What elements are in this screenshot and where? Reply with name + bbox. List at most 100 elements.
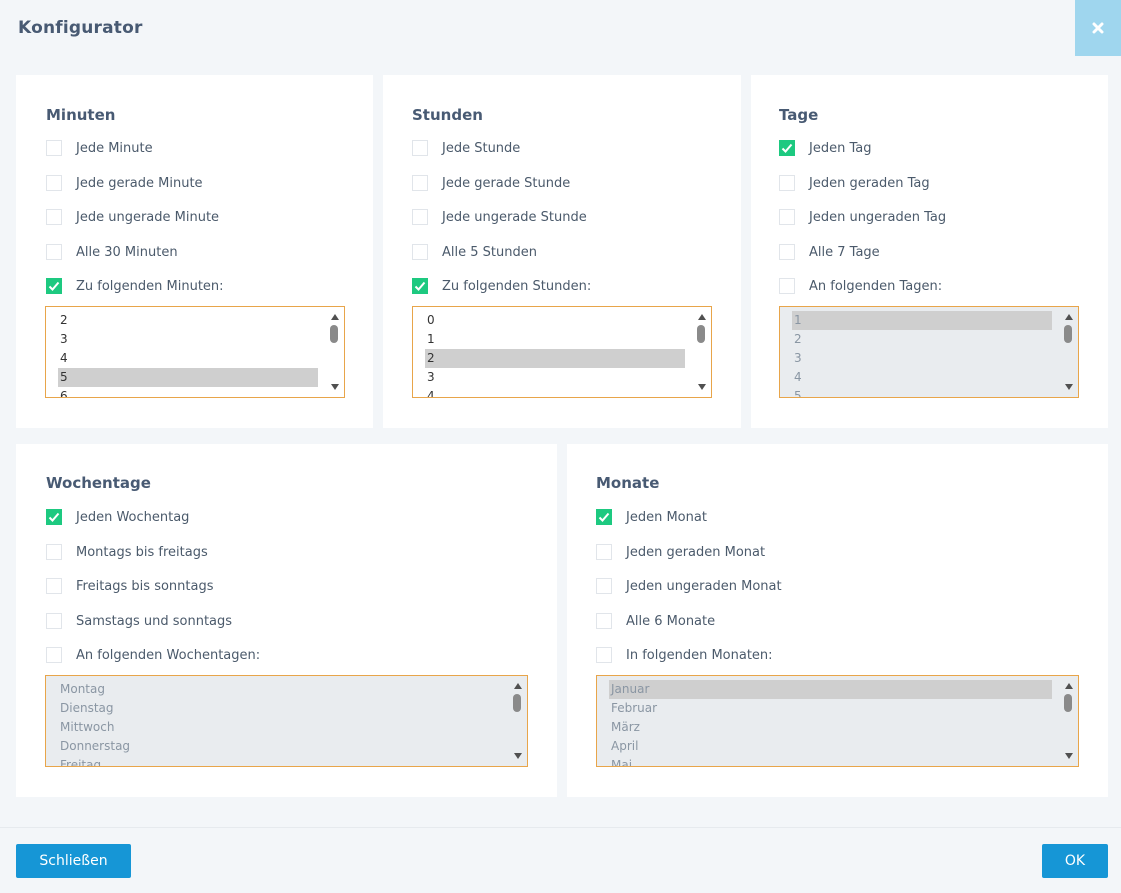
scroll-down-icon[interactable] xyxy=(1065,384,1073,390)
wochentage-checkbox[interactable] xyxy=(46,578,62,594)
tage-listbox[interactable]: 1 2 3 4 5 xyxy=(779,306,1079,398)
list-item[interactable]: Montag xyxy=(60,682,105,696)
list-item[interactable]: 3 xyxy=(427,370,435,384)
list-item[interactable]: Donnerstag xyxy=(60,739,131,753)
stunden-scrollbar[interactable] xyxy=(693,307,711,397)
wochentage-option[interactable]: Freitags bis sonntags xyxy=(46,576,213,596)
tage-option[interactable]: Jeden ungeraden Tag xyxy=(779,207,946,227)
wochentage-checkbox[interactable] xyxy=(46,647,62,663)
list-item[interactable]: Dienstag xyxy=(60,701,114,715)
list-item[interactable]: 4 xyxy=(60,351,68,365)
tage-option[interactable]: An folgenden Tagen: xyxy=(779,276,942,296)
monate-option[interactable]: Jeden geraden Monat xyxy=(596,542,765,562)
list-item[interactable]: 1 xyxy=(792,311,1052,330)
scroll-up-icon[interactable] xyxy=(514,683,522,689)
list-item[interactable]: Mittwoch xyxy=(60,720,115,734)
list-item[interactable]: Februar xyxy=(611,701,658,715)
ok-button[interactable]: OK xyxy=(1042,844,1108,878)
minuten-checkbox[interactable] xyxy=(46,209,62,225)
wochentage-scrollbar[interactable] xyxy=(509,676,527,766)
stunden-option[interactable]: Jede Stunde xyxy=(412,138,520,158)
list-item[interactable]: 5 xyxy=(58,368,318,387)
list-item[interactable]: 1 xyxy=(427,332,435,346)
stunden-checkbox[interactable] xyxy=(412,244,428,260)
monate-option[interactable]: Jeden Monat xyxy=(596,507,707,527)
tage-checkbox[interactable] xyxy=(779,175,795,191)
wochentage-option[interactable]: Montags bis freitags xyxy=(46,542,208,562)
tage-checkbox[interactable] xyxy=(779,209,795,225)
scroll-down-icon[interactable] xyxy=(514,753,522,759)
minuten-scrollbar[interactable] xyxy=(326,307,344,397)
list-item[interactable]: März xyxy=(611,720,640,734)
list-item[interactable]: Mai xyxy=(611,758,633,767)
tage-option[interactable]: Jeden geraden Tag xyxy=(779,173,930,193)
tage-option[interactable]: Jeden Tag xyxy=(779,138,871,158)
scroll-down-icon[interactable] xyxy=(698,384,706,390)
scroll-up-icon[interactable] xyxy=(1065,314,1073,320)
stunden-option[interactable]: Jede gerade Stunde xyxy=(412,173,570,193)
monate-checkbox[interactable] xyxy=(596,544,612,560)
tage-checkbox[interactable] xyxy=(779,278,795,294)
minuten-option[interactable]: Jede Minute xyxy=(46,138,153,158)
list-item[interactable]: 4 xyxy=(427,389,435,398)
scroll-up-icon[interactable] xyxy=(1065,683,1073,689)
list-item[interactable]: 2 xyxy=(425,349,685,368)
monate-checkbox[interactable] xyxy=(596,647,612,663)
scroll-thumb[interactable] xyxy=(330,325,338,343)
scroll-up-icon[interactable] xyxy=(331,314,339,320)
minuten-checkbox[interactable] xyxy=(46,244,62,260)
schliessen-button[interactable]: Schließen xyxy=(16,844,131,878)
monate-checkbox[interactable] xyxy=(596,509,612,525)
monate-checkbox[interactable] xyxy=(596,578,612,594)
tage-option[interactable]: Alle 7 Tage xyxy=(779,242,880,262)
stunden-checkbox[interactable] xyxy=(412,175,428,191)
list-item[interactable]: Freitag xyxy=(60,758,102,767)
list-item[interactable]: 0 xyxy=(427,313,435,327)
stunden-option[interactable]: Jede ungerade Stunde xyxy=(412,207,587,227)
minuten-checkbox[interactable] xyxy=(46,278,62,294)
tage-scrollbar[interactable] xyxy=(1060,307,1078,397)
list-item[interactable]: 2 xyxy=(60,313,68,327)
list-item[interactable]: April xyxy=(611,739,639,753)
wochentage-option[interactable]: An folgenden Wochentagen: xyxy=(46,645,260,665)
scroll-down-icon[interactable] xyxy=(1065,753,1073,759)
monate-scrollbar[interactable] xyxy=(1060,676,1078,766)
minuten-checkbox[interactable] xyxy=(46,175,62,191)
minuten-option[interactable]: Jede gerade Minute xyxy=(46,173,203,193)
minuten-option[interactable]: Jede ungerade Minute xyxy=(46,207,219,227)
wochentage-checkbox[interactable] xyxy=(46,544,62,560)
wochentage-checkbox[interactable] xyxy=(46,509,62,525)
scroll-up-icon[interactable] xyxy=(698,314,706,320)
wochentage-checkbox[interactable] xyxy=(46,613,62,629)
stunden-checkbox[interactable] xyxy=(412,278,428,294)
monate-option[interactable]: Jeden ungeraden Monat xyxy=(596,576,782,596)
minuten-option[interactable]: Alle 30 Minuten xyxy=(46,242,178,262)
scroll-thumb[interactable] xyxy=(1064,325,1072,343)
scroll-thumb[interactable] xyxy=(697,325,705,343)
monate-checkbox[interactable] xyxy=(596,613,612,629)
stunden-option[interactable]: Alle 5 Stunden xyxy=(412,242,537,262)
list-item[interactable]: 5 xyxy=(794,389,802,398)
list-item[interactable]: 4 xyxy=(794,370,802,384)
list-item[interactable]: Januar xyxy=(609,680,1052,699)
tage-checkbox[interactable] xyxy=(779,244,795,260)
stunden-checkbox[interactable] xyxy=(412,140,428,156)
monate-option[interactable]: In folgenden Monaten: xyxy=(596,645,773,665)
stunden-listbox[interactable]: 0 1 2 3 4 xyxy=(412,306,712,398)
scroll-thumb[interactable] xyxy=(1064,694,1072,712)
stunden-option[interactable]: Zu folgenden Stunden: xyxy=(412,276,591,296)
monate-option[interactable]: Alle 6 Monate xyxy=(596,611,715,631)
minuten-checkbox[interactable] xyxy=(46,140,62,156)
list-item[interactable]: 2 xyxy=(794,332,802,346)
stunden-checkbox[interactable] xyxy=(412,209,428,225)
scroll-thumb[interactable] xyxy=(513,694,521,712)
minuten-option[interactable]: Zu folgenden Minuten: xyxy=(46,276,224,296)
list-item[interactable]: 3 xyxy=(60,332,68,346)
tage-checkbox[interactable] xyxy=(779,140,795,156)
wochentage-option[interactable]: Samstags und sonntags xyxy=(46,611,232,631)
scroll-down-icon[interactable] xyxy=(331,384,339,390)
list-item[interactable]: 3 xyxy=(794,351,802,365)
